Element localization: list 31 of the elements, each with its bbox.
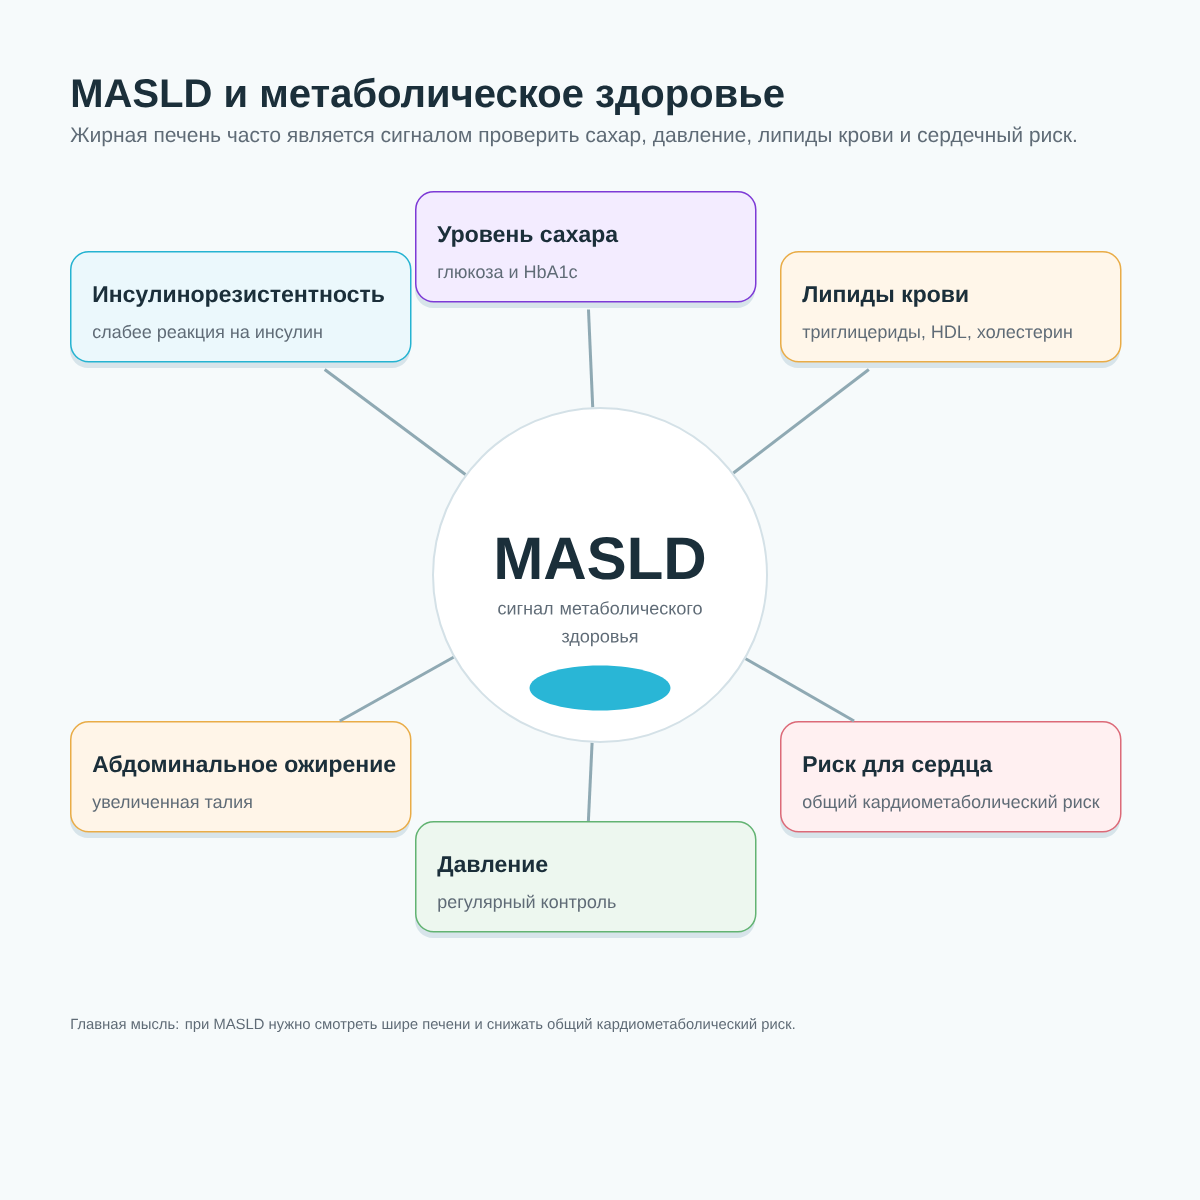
info-card [780, 251, 1122, 368]
card-heading: Уровень сахара [437, 226, 619, 247]
connector-line [323, 368, 467, 476]
info-card [70, 251, 412, 368]
title: MASLD и метаболическое здоровье [72, 77, 784, 116]
info-card [70, 721, 412, 838]
note-text: Главная мысль: при MASLD нужно смотреть шире печени и снижать общий кардиометаболический риск. [71, 1018, 795, 1033]
connector-line [586, 309, 595, 408]
connector-line [339, 655, 455, 723]
info-card [780, 721, 1122, 838]
hub-circle [432, 407, 768, 743]
card-heading: Абдоминальное ожирение [92, 755, 396, 777]
card-heading: Липиды крови [802, 286, 968, 307]
card-heading: Давление [437, 856, 548, 877]
subtitle: Жирная печень часто является сигналом проверить сахар, давление, липиды крови и сердечный риск. [70, 126, 1076, 147]
connector-line [732, 368, 870, 475]
card-heading: Инсулинорезистентность [93, 286, 384, 307]
info-card [415, 191, 757, 308]
hub-title: MASLD [497, 537, 705, 580]
hub-text: сигнал метаболического здоровья [498, 601, 702, 647]
card-text: увеличенная талия [92, 798, 252, 812]
card-text: общий кардиометаболический риск [802, 794, 1100, 812]
connector-line [744, 657, 855, 723]
card-heading: Риск для сердца [803, 756, 993, 777]
card-text: триглицериды, HDL, холестерин [802, 325, 1072, 342]
oval-shape [529, 665, 671, 711]
card-text: слабее реакция на инсулин [92, 324, 322, 342]
info-card [415, 821, 757, 938]
connector-line [586, 742, 594, 822]
card-text: регулярный контроль [438, 894, 616, 912]
card-text: глюкоза и HbA1c [438, 264, 578, 279]
